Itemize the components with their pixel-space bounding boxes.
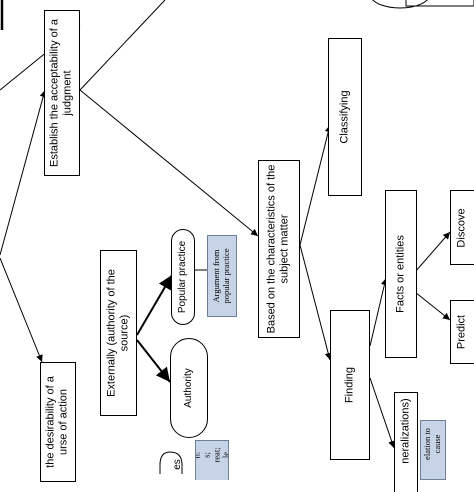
externally-label: Externally (authority of the source) <box>105 269 131 397</box>
relation-cause-label: elation to cause <box>422 428 443 460</box>
desirability-line-1: the desirability of a <box>44 376 57 468</box>
relation-cause-line-2: cause <box>432 434 442 454</box>
characteristics-label: Based on the characteristics of the subj… <box>265 164 291 334</box>
edge-facts-to-discover <box>414 231 451 273</box>
generalizations-node: neralizations) <box>394 392 418 492</box>
argument-popular-practice-note: Argument from popular practice <box>207 235 237 317</box>
popular-practice-label: Popular practice <box>176 240 188 314</box>
partial-note-bottom: n: s; reat; le <box>195 440 229 480</box>
argument-popular-practice-label: Argument from popular practice <box>211 248 231 304</box>
discover-label: Discove <box>455 207 468 248</box>
argument-tree-diagram <box>0 0 474 474</box>
partial-note-line-4: le <box>220 451 229 458</box>
desirability-label: the desirability of a urse of action <box>45 363 72 481</box>
discover-node: Discove <box>450 190 474 265</box>
acceptability-label: Establish the acceptability of a judgmen… <box>48 19 74 167</box>
edge-finding-to-facts <box>369 277 388 347</box>
edge-root-to-acceptability <box>0 89 47 256</box>
characteristics-node: Based on the characteristics of the subj… <box>258 160 300 338</box>
top-right-partial-ellipse <box>372 0 428 9</box>
edge-externally-to-popular <box>136 274 173 336</box>
acceptability-node: Establish the acceptability of a judgmen… <box>44 10 80 176</box>
classifying-node: Classifying <box>328 38 362 196</box>
partial-es-label: es <box>171 459 183 470</box>
relation-cause-note: elation to cause <box>420 420 446 480</box>
desirability-node: the desirability of a urse of action <box>40 362 76 482</box>
edge-characteristics-to-finding <box>299 244 332 361</box>
predict-label: Predict <box>455 314 468 350</box>
edge-externally-to-authority <box>136 339 171 383</box>
finding-label: Finding <box>343 366 356 404</box>
facts-entities-label: Facts or entities <box>394 235 407 313</box>
authority-label: Authority <box>182 368 194 408</box>
edge-acceptability-up <box>79 0 166 91</box>
facts-entities-node: Facts or entities <box>385 190 417 358</box>
authority-node: Authority <box>170 338 208 438</box>
finding-node: Finding <box>330 310 370 460</box>
bottom-partial-pill <box>159 451 183 474</box>
edge-facts-to-predict <box>414 291 451 321</box>
partial-note-text: n: s; reat; le <box>196 447 229 462</box>
edge-acceptability-to-characteristics <box>79 89 259 237</box>
desirability-line-2: urse of action <box>58 388 70 456</box>
edge-characteristics-to-classifying <box>299 124 332 246</box>
predict-node: Predict <box>450 300 474 364</box>
classifying-label: Classifying <box>338 90 351 144</box>
edge-finding-to-generalizations <box>369 377 396 449</box>
externally-node: Externally (authority of the source) <box>100 250 137 416</box>
generalizations-label: neralizations) <box>399 397 412 464</box>
top-right-partial-box <box>405 0 474 7</box>
popular-practice-node: Popular practice <box>171 229 195 325</box>
edge-root-to-desirability <box>0 257 43 363</box>
